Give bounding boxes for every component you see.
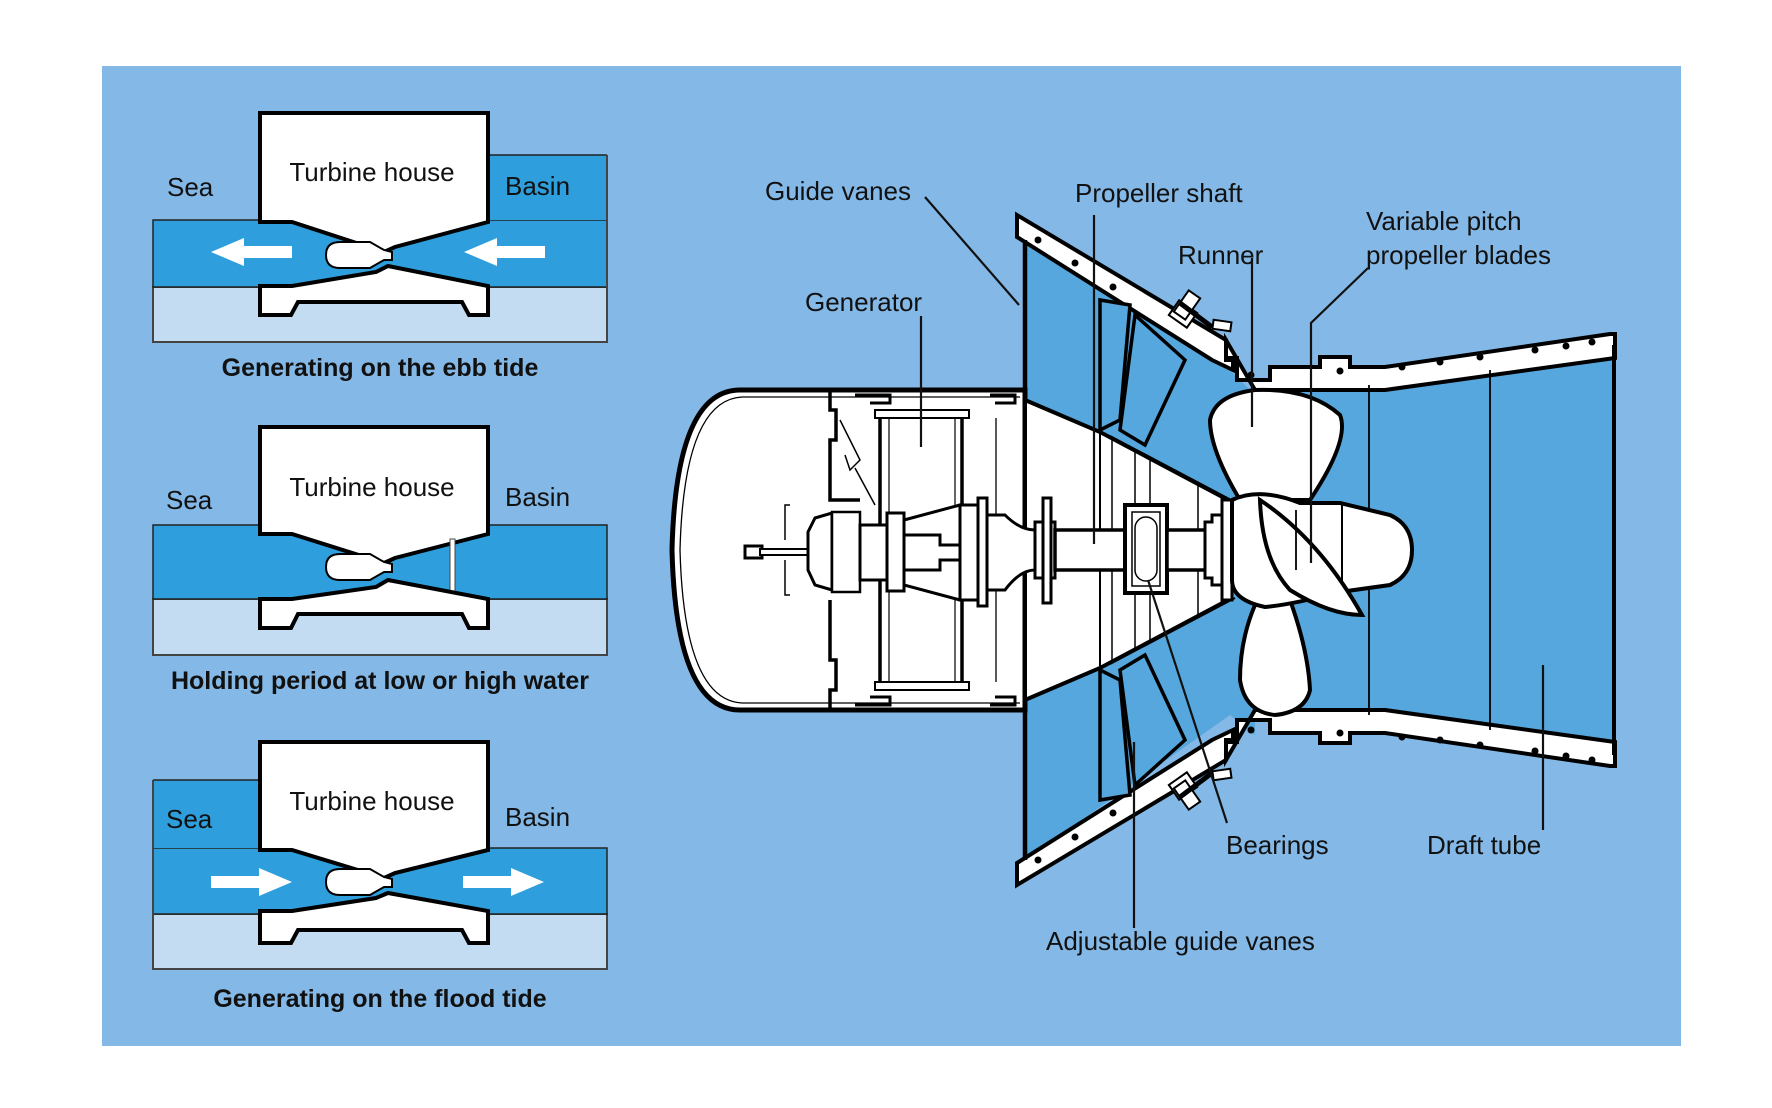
label-runner: Runner bbox=[1178, 240, 1264, 270]
flow-arrow-left-icon bbox=[211, 238, 292, 266]
turbine-house bbox=[258, 425, 490, 566]
servo-lower bbox=[1167, 767, 1233, 812]
label-guide-vanes: Guide vanes bbox=[765, 176, 911, 206]
sea-label: Sea bbox=[166, 485, 213, 515]
turbine-house-label: Turbine house bbox=[289, 157, 454, 187]
panel-caption: Holding period at low or high water bbox=[171, 667, 589, 695]
label-propeller-blades: propeller blades bbox=[1366, 240, 1551, 270]
turbine-house bbox=[258, 740, 490, 881]
main-shaft bbox=[743, 496, 1234, 608]
upper-draft-flange bbox=[1224, 332, 1617, 392]
flow-arrow-left-icon bbox=[464, 238, 545, 266]
sea-label: Sea bbox=[167, 172, 214, 202]
casing-bolts bbox=[1034, 236, 1117, 864]
turbine-base bbox=[258, 263, 490, 317]
label-bearings: Bearings bbox=[1226, 830, 1329, 860]
sea-label: Sea bbox=[166, 804, 213, 834]
turbine-house bbox=[258, 111, 490, 255]
label-draft-tube: Draft tube bbox=[1427, 830, 1541, 860]
bulb-turbine-icon bbox=[324, 868, 393, 896]
panel-holding-period: Turbine house Sea Basin Holding period a… bbox=[152, 425, 608, 695]
bulb-turbine-icon bbox=[324, 553, 393, 581]
basin-label: Basin bbox=[505, 482, 570, 512]
panel-caption: Generating on the flood tide bbox=[213, 985, 546, 1013]
panel-ebb-tide: Turbine house Sea Basin Generating on th… bbox=[152, 111, 608, 382]
turbine-house-label: Turbine house bbox=[289, 472, 454, 502]
panel-caption: Generating on the ebb tide bbox=[222, 354, 539, 382]
flow-arrow-right-icon bbox=[211, 868, 292, 896]
guide-vane bbox=[1118, 311, 1188, 448]
basin-water bbox=[486, 155, 607, 220]
basin-label: Basin bbox=[505, 802, 570, 832]
turbine-base bbox=[258, 577, 490, 630]
leader-lines bbox=[919, 196, 1545, 928]
lower-draft-flange bbox=[1224, 708, 1617, 768]
turbine-base bbox=[258, 890, 490, 945]
basin-label: Basin bbox=[505, 171, 570, 201]
turbine-cross-section: Guide vanes Generator Propeller shaft Ru… bbox=[669, 176, 1617, 956]
panel-flood-tide: Turbine house Sea Basin Generating on th… bbox=[152, 740, 608, 1013]
label-propeller-shaft: Propeller shaft bbox=[1075, 178, 1243, 208]
sea-water bbox=[153, 780, 263, 848]
label-variable-pitch: Variable pitch bbox=[1366, 206, 1522, 236]
draft-tube-water bbox=[1255, 340, 1615, 760]
guide-vane bbox=[1118, 652, 1188, 789]
bulb-turbine-icon bbox=[324, 241, 393, 269]
turbine-house-label: Turbine house bbox=[289, 786, 454, 816]
label-adjustable-guide-vanes: Adjustable guide vanes bbox=[1046, 926, 1315, 956]
servo-upper bbox=[1167, 288, 1233, 333]
flow-arrow-right-icon bbox=[463, 868, 544, 896]
label-generator: Generator bbox=[805, 287, 922, 317]
